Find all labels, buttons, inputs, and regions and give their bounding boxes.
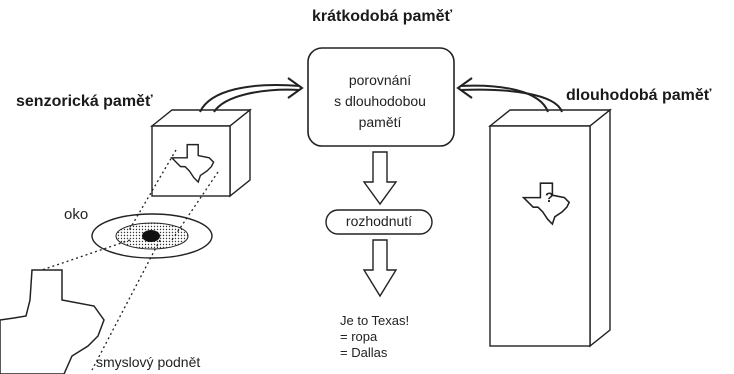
- eye-label: oko: [64, 206, 89, 223]
- arrow-sensory-to-stm-2: [213, 88, 301, 113]
- eye-icon: [91, 213, 213, 259]
- arrow-ltm-to-stm-2: [459, 88, 563, 113]
- result-line-3: = Dallas: [340, 345, 388, 360]
- arrow-sensory-to-stm-1: [199, 84, 301, 113]
- stm-line-2: s dlouhodobou: [334, 93, 426, 109]
- result-line-1: Je to Texas!: [340, 313, 410, 328]
- stimulus-label: smyslový podnět: [96, 354, 201, 370]
- short-term-memory-text: porovnání s dlouhodobou pamětí: [310, 70, 450, 133]
- texas-stimulus-shape: [0, 269, 105, 374]
- stm-line-3: pamětí: [358, 114, 402, 130]
- question-mark: ?: [545, 189, 554, 205]
- short-term-memory-box: [307, 47, 455, 147]
- result-text: Je to Texas! = ropa = Dallas: [340, 313, 409, 361]
- result-line-2: = ropa: [340, 329, 378, 344]
- arrowhead-into-stm: [287, 77, 304, 99]
- arrow-ltm-to-stm-1: [459, 84, 549, 113]
- decision-label: rozhodnutí: [345, 213, 413, 229]
- arrow-decision-to-result: [362, 239, 398, 298]
- sensory-memory-title: senzorická paměť: [16, 93, 153, 110]
- sensory-memory-cube: [150, 108, 252, 198]
- long-term-memory-cube: [488, 108, 612, 348]
- short-term-memory-title: krátkodobá paměť: [312, 8, 453, 25]
- projection-lines-eye-stimulus: [35, 239, 161, 371]
- decision-box: [325, 209, 433, 235]
- projection-lines-cube-eye: [127, 149, 219, 241]
- stm-line-1: porovnání: [348, 72, 412, 88]
- arrow-stm-to-decision: [362, 151, 398, 206]
- arrowhead-from-ltm: [456, 77, 473, 99]
- long-term-memory-title: dlouhodobá paměť: [566, 87, 712, 104]
